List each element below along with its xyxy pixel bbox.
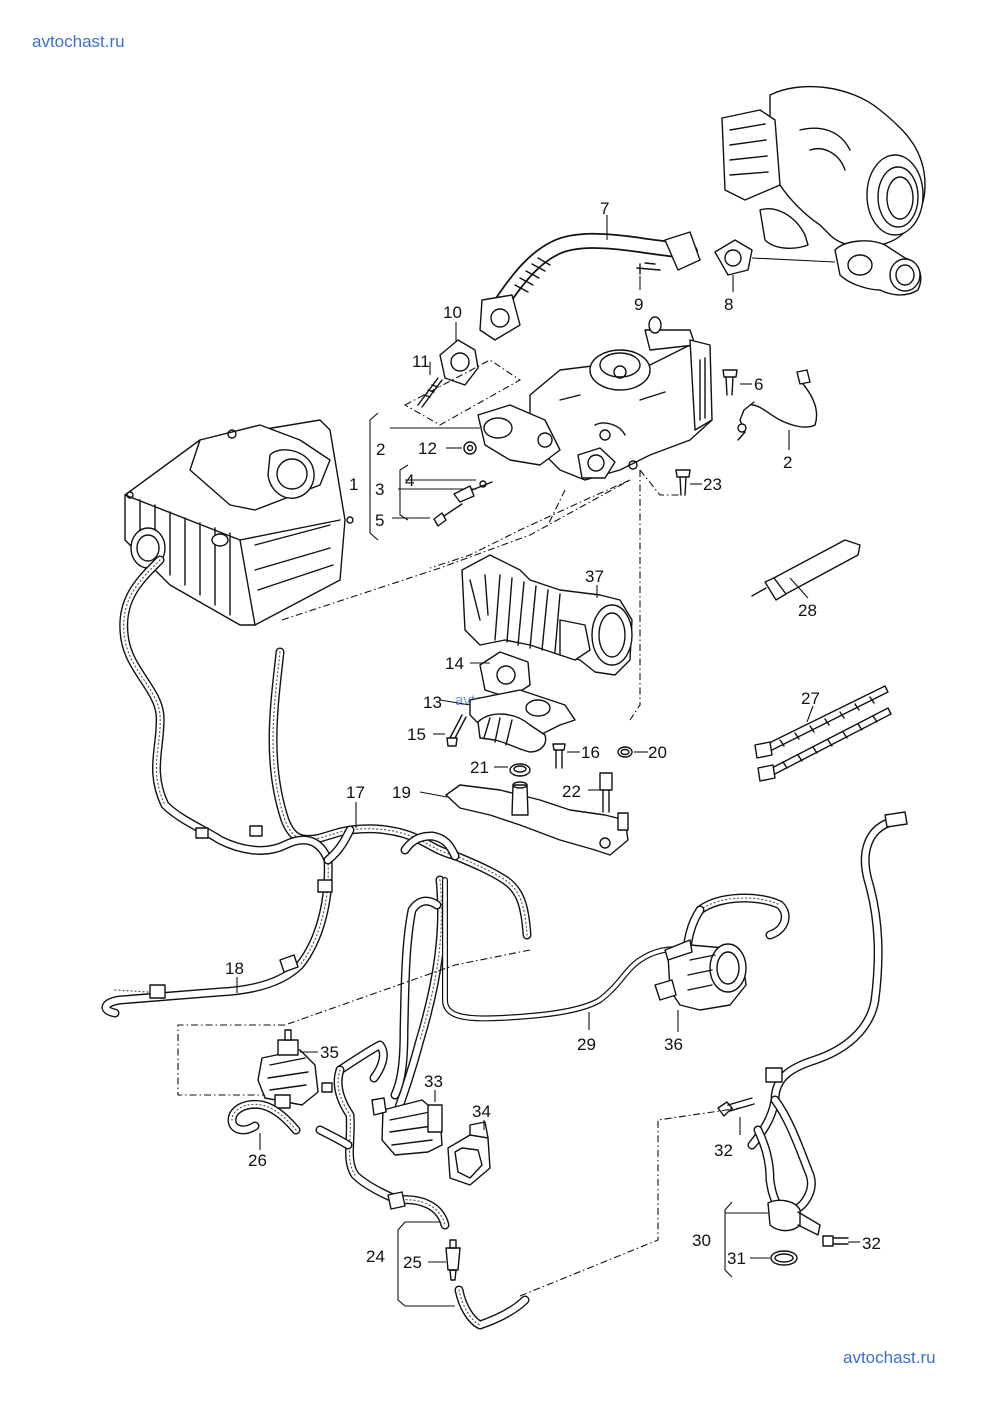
callout-11: 11 [412,352,430,371]
callout-24: 24 [366,1247,385,1266]
turbocharger [721,85,926,296]
elbow-13 [439,689,576,753]
callout-36: 36 [664,1035,683,1054]
callout-bracket-1 [369,412,480,541]
callout-29: 29 [577,1035,596,1054]
hose-to-33 [390,875,447,1115]
stud-11 [417,362,443,408]
callout-22: 22 [562,782,581,801]
o-ring-31 [750,1250,798,1266]
callout-35: 35 [320,1043,339,1062]
callout-32-bottom: 32 [862,1234,881,1253]
callout-30: 30 [692,1231,711,1250]
nut-12 [446,441,477,455]
hose-18 [101,555,355,1018]
callout-13: 13 [423,693,442,712]
bracket-19 [419,781,629,856]
callout-37: 37 [585,567,604,586]
callout-16: 16 [581,743,600,762]
intake-pipe-37 [461,554,633,676]
sensor-4 [405,479,493,503]
valve-35 [257,1029,333,1109]
callout-32-top: 32 [714,1141,733,1160]
bolt-22 [588,772,613,813]
callout-8: 8 [724,295,733,314]
callout-20: 20 [648,743,667,762]
gasket-10 [439,322,479,386]
callout-labels: 1 2 2 3 4 5 6 7 8 9 10 11 12 13 14 15 16… [225,199,881,1272]
bolt-6 [722,369,752,396]
callout-10: 10 [443,303,462,322]
bolt-9 [636,262,661,290]
bolt-32-bottom [822,1235,860,1247]
callout-33: 33 [424,1072,443,1091]
hose-17 [268,647,532,940]
gasket-8 [714,239,836,292]
callout-21: 21 [470,758,489,777]
callout-26: 26 [248,1151,267,1170]
callout-9: 9 [634,295,643,314]
callout-28: 28 [798,601,817,620]
bolt-16 [552,743,580,769]
callout-3: 3 [375,480,384,499]
hose-30 [747,811,908,1236]
bolt-32-top [717,1097,755,1135]
gasket-14 [470,651,531,699]
callout-15: 15 [407,725,426,744]
callout-5: 5 [375,511,384,530]
check-valve-25 [428,1239,461,1281]
watermark-top[interactable]: avtochast.ru [32,32,125,51]
callout-14: 14 [445,654,464,673]
callout-4: 4 [405,471,414,490]
egr-valve-cooler-1 [477,316,713,481]
callout-12: 12 [418,439,437,458]
bolt-23 [639,469,702,496]
callout-34: 34 [472,1102,491,1121]
hose-29 [441,877,683,1030]
callout-7: 7 [600,199,609,218]
egr-pipe-7 [479,215,701,341]
callout-2-right: 2 [783,453,792,472]
callout-17: 17 [346,783,365,802]
hose-26 [227,1099,301,1150]
damper-34 [447,1120,491,1186]
watermark-bottom[interactable]: avtochast.ru [843,1348,936,1367]
hose-24 [315,1040,530,1330]
callout-19: 19 [392,783,411,802]
sealant-tube-28 [751,539,861,601]
callout-6: 6 [754,375,763,394]
bolt-5 [433,503,463,527]
o-ring-20 [617,746,648,758]
callout-23: 23 [703,475,722,494]
callout-31: 31 [727,1249,746,1268]
bolt-15 [433,714,467,747]
callout-18: 18 [225,959,244,978]
valve-36 [654,939,747,1032]
valve-33 [371,1090,443,1156]
callout-27: 27 [801,689,820,708]
o-ring-21 [494,763,531,777]
callout-2-left: 2 [376,440,385,459]
callout-25: 25 [403,1253,422,1272]
callout-1: 1 [349,475,358,494]
temp-sensor-2 [737,369,818,450]
cable-ties-27 [754,685,892,782]
air-filter-housing [124,419,354,626]
